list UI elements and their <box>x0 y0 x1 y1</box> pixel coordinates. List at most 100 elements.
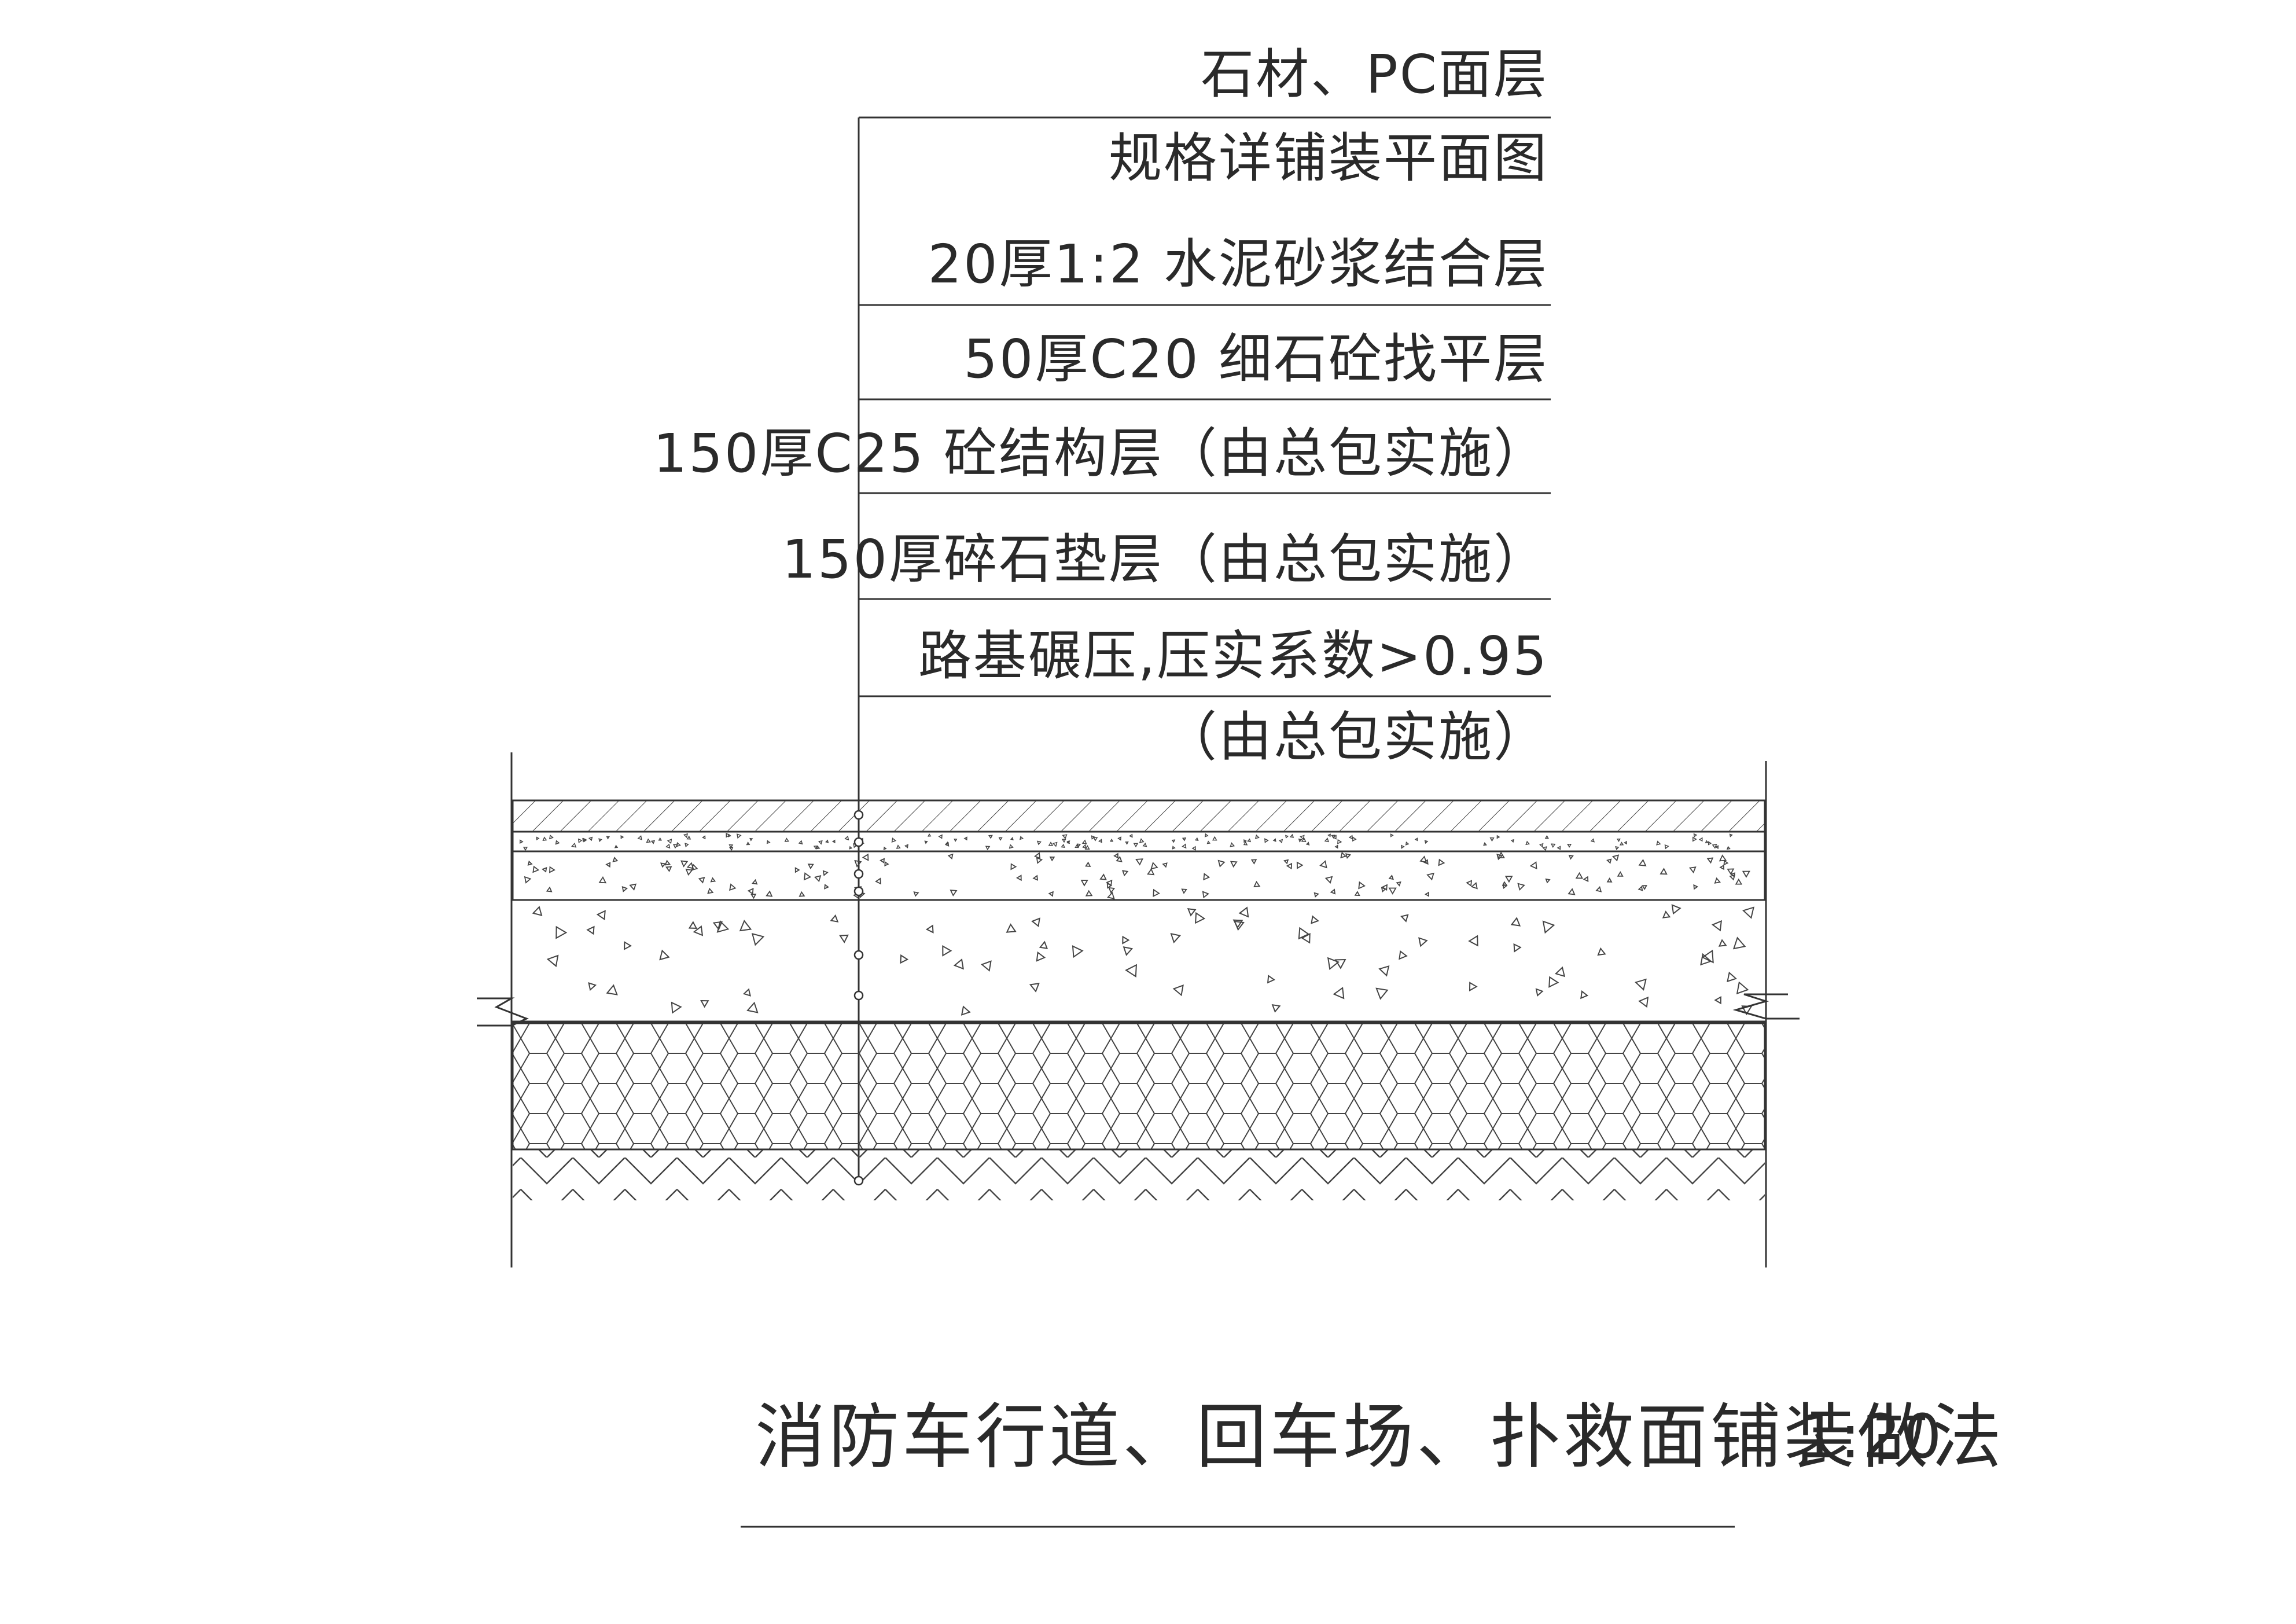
aggregate-mark <box>1036 951 1046 962</box>
aggregate-mark <box>1204 833 1209 837</box>
aggregate-mark <box>1418 937 1428 947</box>
aggregate-mark <box>1170 932 1181 943</box>
aggregate-mark <box>1311 915 1319 924</box>
aggregate-mark <box>1327 833 1331 837</box>
aggregate-mark <box>875 877 881 885</box>
aggregate-mark <box>1496 835 1500 839</box>
aggregate-mark <box>1375 987 1389 1000</box>
aggregate-mark <box>571 842 577 848</box>
aggregate-mark <box>1583 876 1589 883</box>
aggregate-mark <box>524 876 532 884</box>
aggregate-mark <box>1010 863 1017 870</box>
aggregate-mark <box>1243 841 1248 846</box>
aggregate-mark <box>1419 855 1427 863</box>
aggregate-mark <box>1554 966 1566 978</box>
aggregate-mark <box>671 1001 682 1014</box>
aggregate-mark <box>942 945 952 957</box>
aggregate-mark <box>1250 859 1257 865</box>
aggregate-mark <box>854 859 862 868</box>
aggregate-mark <box>1567 843 1572 848</box>
aggregate-mark <box>1711 920 1722 932</box>
aggregate-mark <box>880 858 885 864</box>
aggregate-mark <box>1238 906 1249 918</box>
aggregate-mark <box>1719 854 1727 862</box>
aggregate-mark <box>1085 861 1091 867</box>
aggregate-mark <box>629 883 637 891</box>
layer-label: 规格详铺装平面图 <box>1109 127 1548 189</box>
layer-label: （由总包实施） <box>1164 706 1548 768</box>
aggregate-mark <box>1732 936 1746 950</box>
aggregate-mark <box>729 883 737 891</box>
aggregate-mark <box>1401 844 1405 849</box>
aggregate-mark <box>1075 844 1079 848</box>
aggregate-mark <box>1194 837 1199 842</box>
aggregate-mark <box>1414 837 1418 842</box>
aggregate-mark <box>1016 875 1022 881</box>
aggregate-mark <box>1332 835 1337 840</box>
aggregate-mark <box>961 1005 971 1016</box>
aggregate-mark <box>1091 835 1095 840</box>
aggregate-mark <box>1568 854 1574 860</box>
aggregate-mark <box>1708 841 1712 846</box>
aggregate-mark <box>925 924 934 934</box>
aggregate-mark <box>1123 946 1134 956</box>
aggregate-mark <box>947 853 954 860</box>
aggregate-mark <box>1529 861 1537 870</box>
aggregate-mark <box>1034 852 1041 859</box>
aggregate-mark <box>1735 878 1743 885</box>
aggregate-mark <box>685 843 689 848</box>
aggregate-mark <box>1705 840 1709 844</box>
mortar-texture <box>520 832 1733 851</box>
aggregate-mark <box>1545 878 1551 884</box>
aggregate-mark <box>896 844 901 849</box>
surface-layer <box>512 799 1766 833</box>
aggregate-mark <box>624 941 632 950</box>
aggregate-mark <box>680 860 689 868</box>
aggregate-mark <box>523 847 528 851</box>
aggregate-mark <box>1396 881 1401 887</box>
aggregate-mark <box>1388 875 1394 880</box>
aggregate-mark <box>1066 840 1070 844</box>
aggregate-mark <box>1706 857 1714 864</box>
aggregate-mark <box>688 921 698 929</box>
aggregate-mark <box>588 836 593 842</box>
aggregate-mark <box>1135 858 1143 866</box>
aggregate-mark <box>924 840 928 844</box>
aggregate-mark <box>1142 842 1147 847</box>
aggregate-mark <box>1031 917 1040 927</box>
aggregate-mark <box>1664 844 1669 850</box>
aggregate-mark <box>849 846 853 850</box>
aggregate-mark <box>1726 846 1731 850</box>
layer-label: 20厚1:2 水泥砂浆结合层 <box>928 233 1548 295</box>
aggregate-mark <box>1557 846 1561 850</box>
aggregate-mark <box>953 958 964 970</box>
aggregate-mark <box>712 921 723 931</box>
aggregate-mark <box>749 837 753 842</box>
aggregate-mark <box>1327 957 1340 971</box>
aggregate-mark <box>1133 843 1139 848</box>
aggregate-mark <box>1616 838 1621 843</box>
aggregate-mark <box>1358 881 1366 890</box>
aggregate-mark <box>1510 917 1521 927</box>
aggregate-mark <box>1036 840 1042 846</box>
break-line-left <box>477 997 529 1027</box>
aggregate-mark <box>913 891 919 897</box>
aggregate-mark <box>1324 876 1333 884</box>
aggregate-mark <box>1334 844 1338 849</box>
aggregate-mark <box>606 836 610 840</box>
aggregate-mark <box>1187 907 1197 917</box>
aggregate-mark <box>702 835 706 840</box>
aggregate-mark <box>1254 834 1260 839</box>
aggregate-mark <box>794 867 800 873</box>
aggregate-mark <box>1714 995 1721 1005</box>
aggregate-mark <box>660 862 666 868</box>
aggregate-mark <box>1381 887 1387 893</box>
aggregate-mark <box>1125 841 1129 845</box>
aggregate-mark <box>1729 833 1733 837</box>
aggregate-mark <box>803 872 812 881</box>
aggregate-mark <box>1390 833 1394 837</box>
aggregate-mark <box>839 934 849 943</box>
aggregate-mark <box>1719 864 1725 870</box>
aggregate-mark <box>586 925 595 935</box>
aggregate-mark <box>710 877 716 883</box>
